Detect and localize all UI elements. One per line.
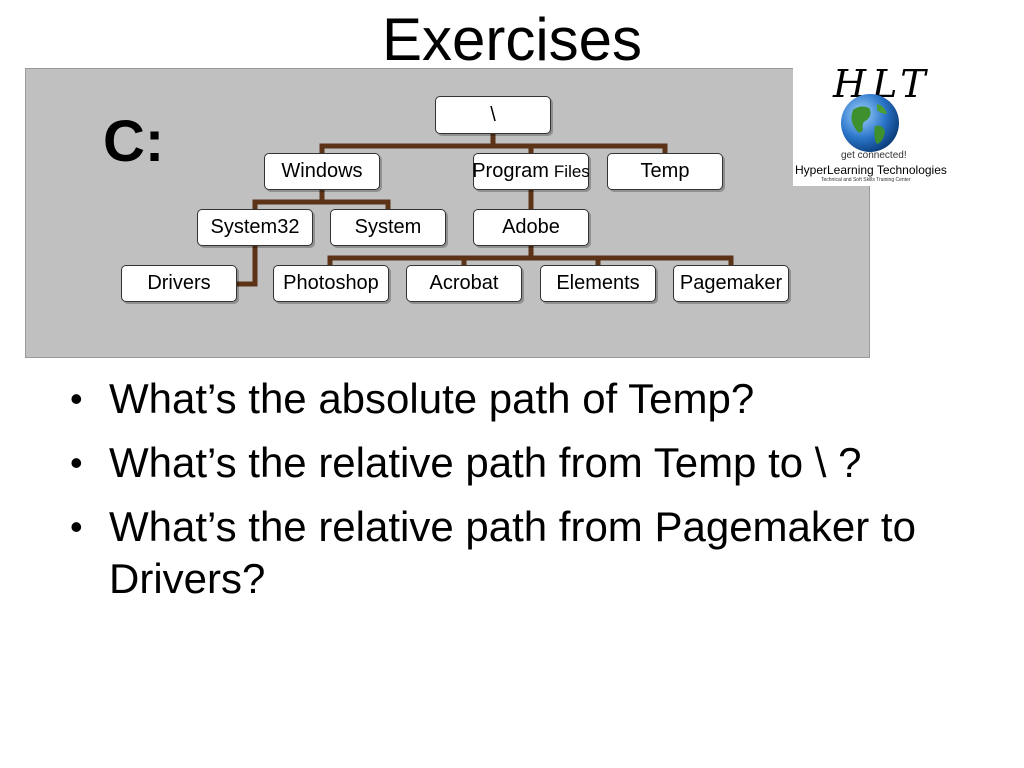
logo-subtitle: Technical and Soft Skills Training Cente… [821,177,911,183]
slide-title: Exercises [381,6,643,73]
connector-system32-to-drivers [235,243,258,287]
node-root: \ [435,96,551,134]
logo-tagline: get connected! [841,150,907,161]
question-item: • What’s the relative path from Temp to \… [66,437,966,489]
question-text: What’s the absolute path of Temp? [109,375,755,422]
node-elements: Elements [540,265,656,302]
drive-label: C: [103,109,165,174]
bullet-icon: • [70,442,83,483]
hlt-logo: HLT get connected! HyperLearning Technol… [793,62,958,186]
node-acrobat: Acrobat [406,265,522,302]
question-text: What’s the relative path from Temp to \ … [109,439,862,486]
node-windows: Windows [264,153,380,190]
node-program-files-suffix: Files [553,161,590,181]
globe-icon [841,94,899,152]
node-pagemaker: Pagemaker [673,265,789,302]
node-program-files-label: Program [472,160,549,182]
node-temp: Temp [607,153,723,190]
logo-company-name: HyperLearning Technologies [795,163,947,177]
node-drivers: Drivers [121,265,237,302]
node-system32: System32 [197,209,313,246]
bullet-icon: • [70,378,83,419]
bullet-icon: • [70,506,83,547]
question-list: • What’s the absolute path of Temp? • What… [66,373,966,617]
node-system: System [330,209,446,246]
question-item: • What’s the relative path from Pagemaker… [66,501,966,605]
question-text: What’s the relative path from Pagemaker … [109,503,916,602]
node-photoshop: Photoshop [273,265,389,302]
node-adobe: Adobe [473,209,589,246]
question-item: • What’s the absolute path of Temp? [66,373,966,425]
